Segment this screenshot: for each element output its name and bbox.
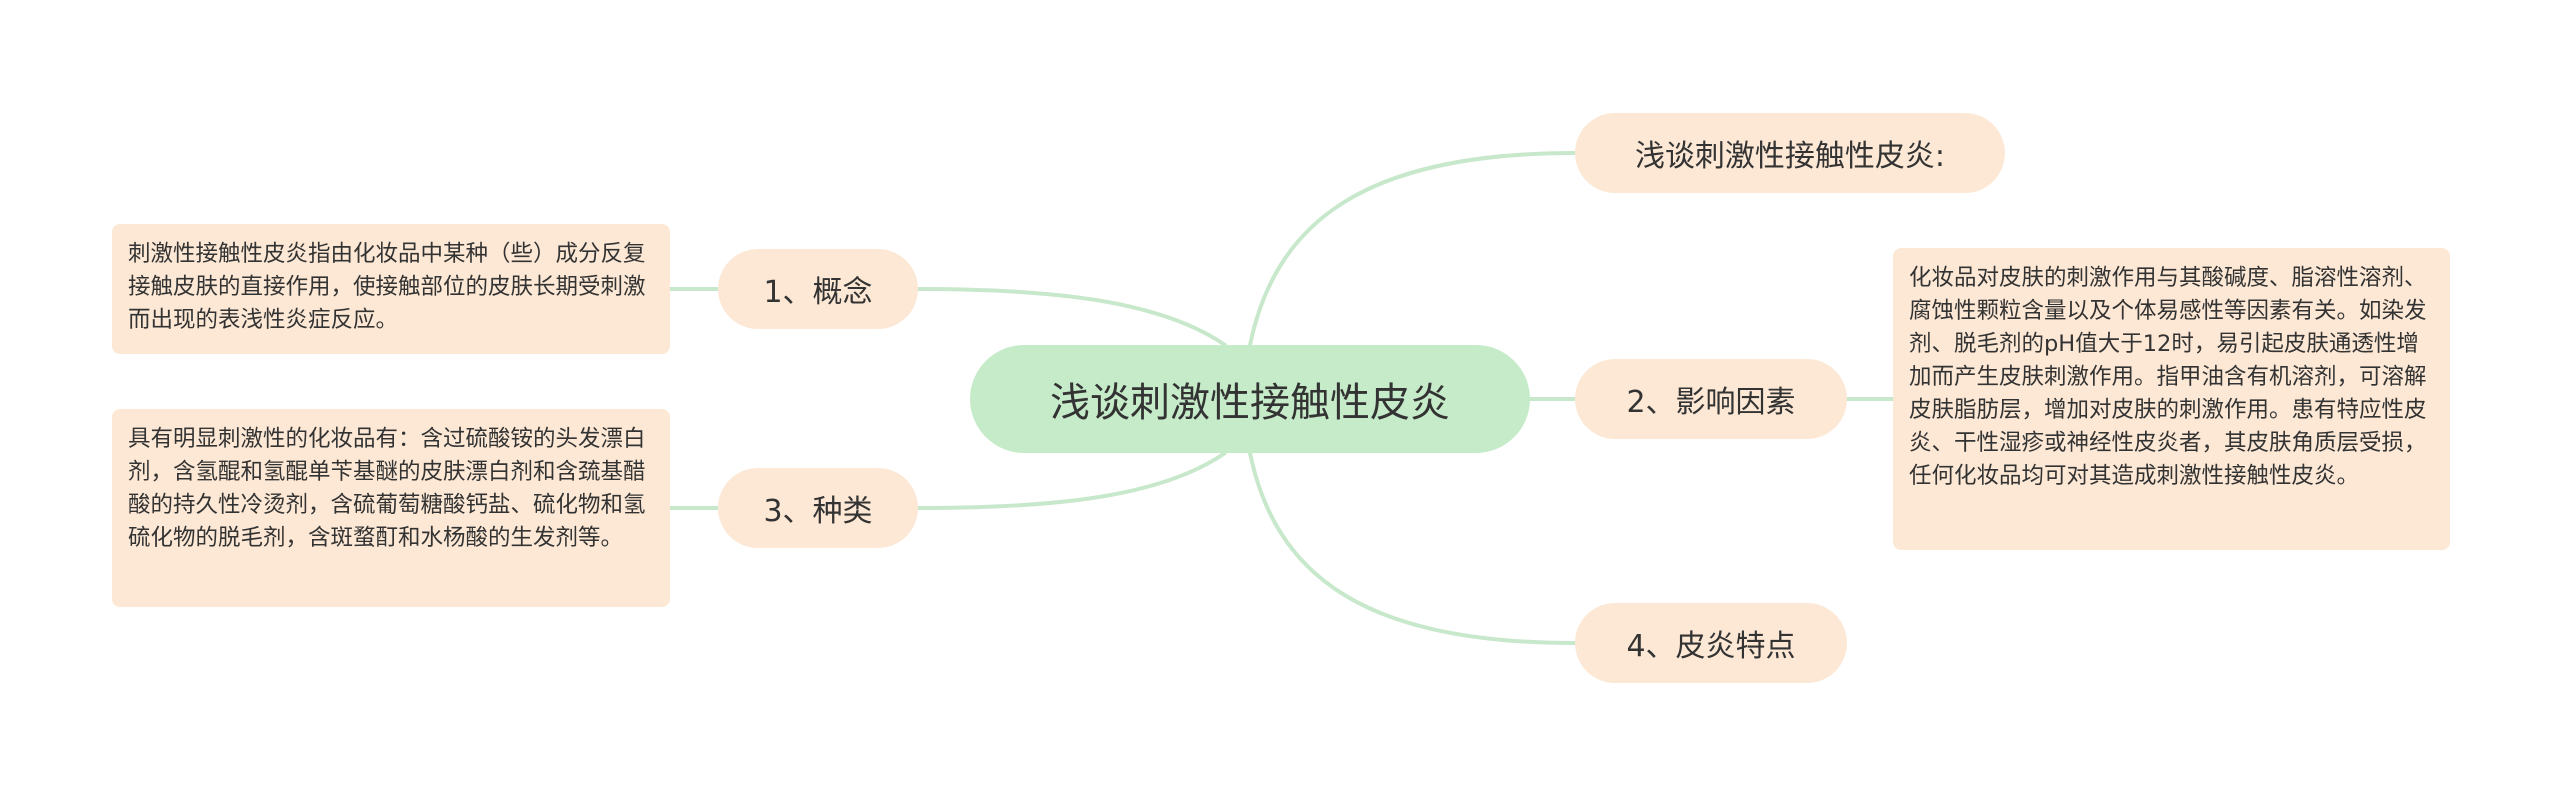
topic-concept-label: 1、概念	[763, 275, 873, 310]
central-topic-label: 浅谈刺激性接触性皮炎	[1050, 380, 1450, 426]
topic-features-label: 4、皮炎特点	[1626, 629, 1796, 664]
connector-center-types	[916, 451, 1227, 510]
detail-types-text: 具有明显刺激性的化妆品有：含过硫酸铵的头发漂白剂，含氢醌和氢醌单苄基醚的皮肤漂白…	[128, 426, 646, 551]
topic-types-label: 3、种类	[763, 494, 873, 529]
connector-center-concept	[916, 287, 1227, 347]
detail-factors-text: 化妆品对皮肤的刺激作用与其酸碱度、脂溶性溶剂、腐蚀性颗粒含量以及个体易感性等因素…	[1909, 265, 2427, 489]
detail-concept[interactable]: 刺激性接触性皮炎指由化妆品中某种（些）成分反复接触皮肤的直接作用，使接触部位的皮…	[112, 224, 670, 354]
detail-types[interactable]: 具有明显刺激性的化妆品有：含过硫酸铵的头发漂白剂，含氢醌和氢醌单苄基醚的皮肤漂白…	[112, 409, 670, 607]
topic-title[interactable]: 浅谈刺激性接触性皮炎:	[1575, 113, 2005, 193]
detail-concept-text: 刺激性接触性皮炎指由化妆品中某种（些）成分反复接触皮肤的直接作用，使接触部位的皮…	[128, 241, 646, 333]
connector-center-title	[1248, 151, 1577, 347]
topic-factors[interactable]: 2、影响因素	[1575, 359, 1847, 439]
topic-concept[interactable]: 1、概念	[718, 249, 918, 329]
topic-title-label: 浅谈刺激性接触性皮炎:	[1634, 139, 1946, 174]
detail-factors[interactable]: 化妆品对皮肤的刺激作用与其酸碱度、脂溶性溶剂、腐蚀性颗粒含量以及个体易感性等因素…	[1893, 248, 2450, 550]
connector-center-features	[1248, 451, 1577, 645]
topic-types[interactable]: 3、种类	[718, 468, 918, 548]
central-topic[interactable]: 浅谈刺激性接触性皮炎	[970, 345, 1530, 453]
topic-features[interactable]: 4、皮炎特点	[1575, 603, 1847, 683]
topic-factors-label: 2、影响因素	[1626, 385, 1796, 420]
